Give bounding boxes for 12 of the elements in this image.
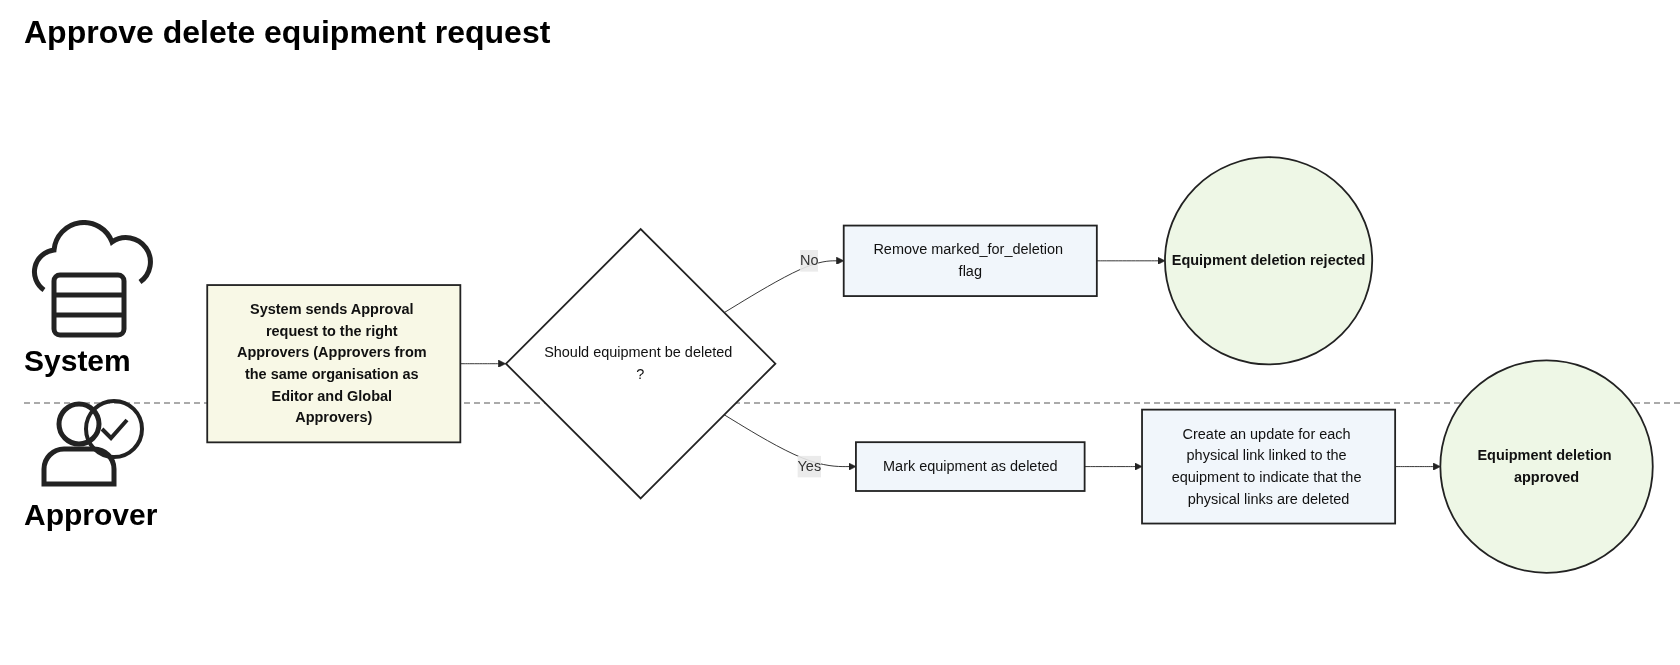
edge-label: No (800, 252, 819, 269)
node-box: Remove marked_for_deletion flag (842, 224, 1098, 297)
node-box: System sends Approval request to the right Approvers (Approvers from the same organisation as Editor and Global Approvers) (206, 284, 462, 444)
node-box: Mark equipment as deleted (855, 441, 1086, 492)
lane-label: System (24, 344, 132, 378)
node-diamond: Should equipment be deleted ? (504, 227, 777, 500)
node-circle: Equipment deletion rejected (1164, 156, 1374, 366)
lane-label: Approver (24, 498, 159, 532)
edge-label: Yes (797, 458, 822, 474)
node-box: Create an update for each physical link linked to the equipment to indicate that the physical links are deleted (1141, 408, 1397, 525)
diagram-title: Approve delete equipment request (24, 14, 551, 51)
node-circle: Equipment deletion approved (1439, 359, 1654, 574)
